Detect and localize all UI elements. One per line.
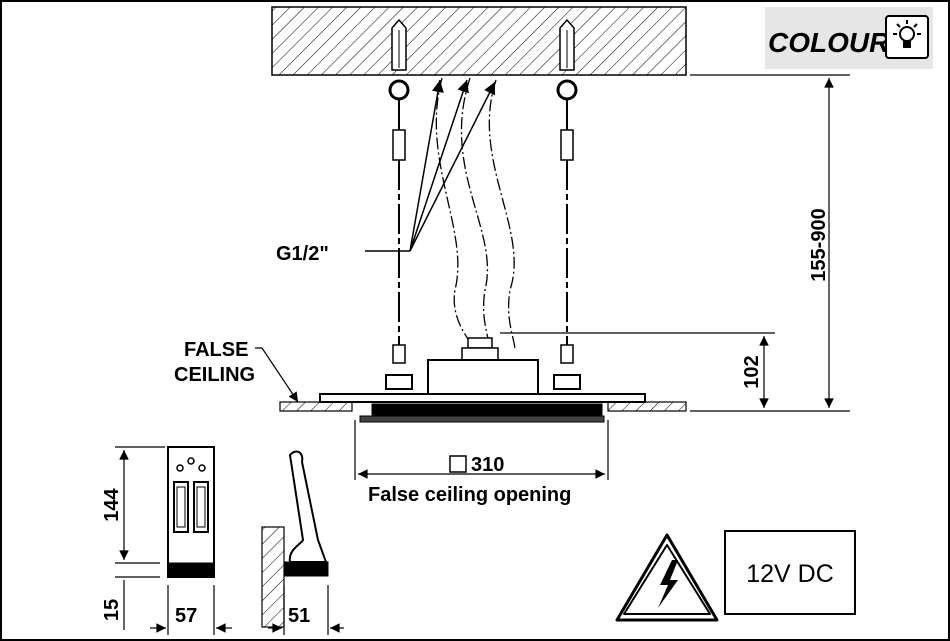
body-height-dim: 102 [741, 355, 763, 388]
colour-label: COLOUR [768, 27, 890, 58]
ceiling-slab [271, 6, 687, 76]
bulb-icon [885, 15, 929, 59]
false-ceiling-label-1: FALSE [184, 339, 248, 361]
dim-control-depth [268, 585, 344, 635]
opening-size-dim: 310 [471, 454, 504, 476]
suspension-range-dim: 155-900 [808, 208, 830, 281]
dim-control [115, 446, 232, 635]
control-width-dim: 57 [175, 605, 197, 627]
dim-suspension [690, 74, 850, 412]
control-side [261, 450, 329, 628]
thread-label: G1/2" [276, 243, 329, 265]
dim-opening [354, 420, 609, 480]
control-depth-dim: 51 [288, 605, 310, 627]
false-ceiling-label-2: CEILING [174, 364, 255, 386]
control-height-dim: 144 [101, 487, 123, 521]
false-ceiling [279, 401, 687, 412]
suspension-rod-right [553, 18, 581, 390]
suspension-rod-left [385, 18, 413, 390]
control-base-dim: 15 [101, 599, 123, 621]
opening-caption: False ceiling opening [368, 484, 571, 506]
colour-badge: COLOUR [765, 7, 933, 69]
voltage-label: 12V DC [746, 560, 834, 588]
flexible-hoses [435, 77, 516, 351]
control-front [167, 446, 215, 578]
voltage-box: 12V DC [724, 530, 856, 615]
shower-head [319, 337, 646, 423]
thread-leaders [365, 79, 496, 252]
dim-body-height [500, 332, 775, 408]
high-voltage-warning-icon [615, 533, 719, 622]
